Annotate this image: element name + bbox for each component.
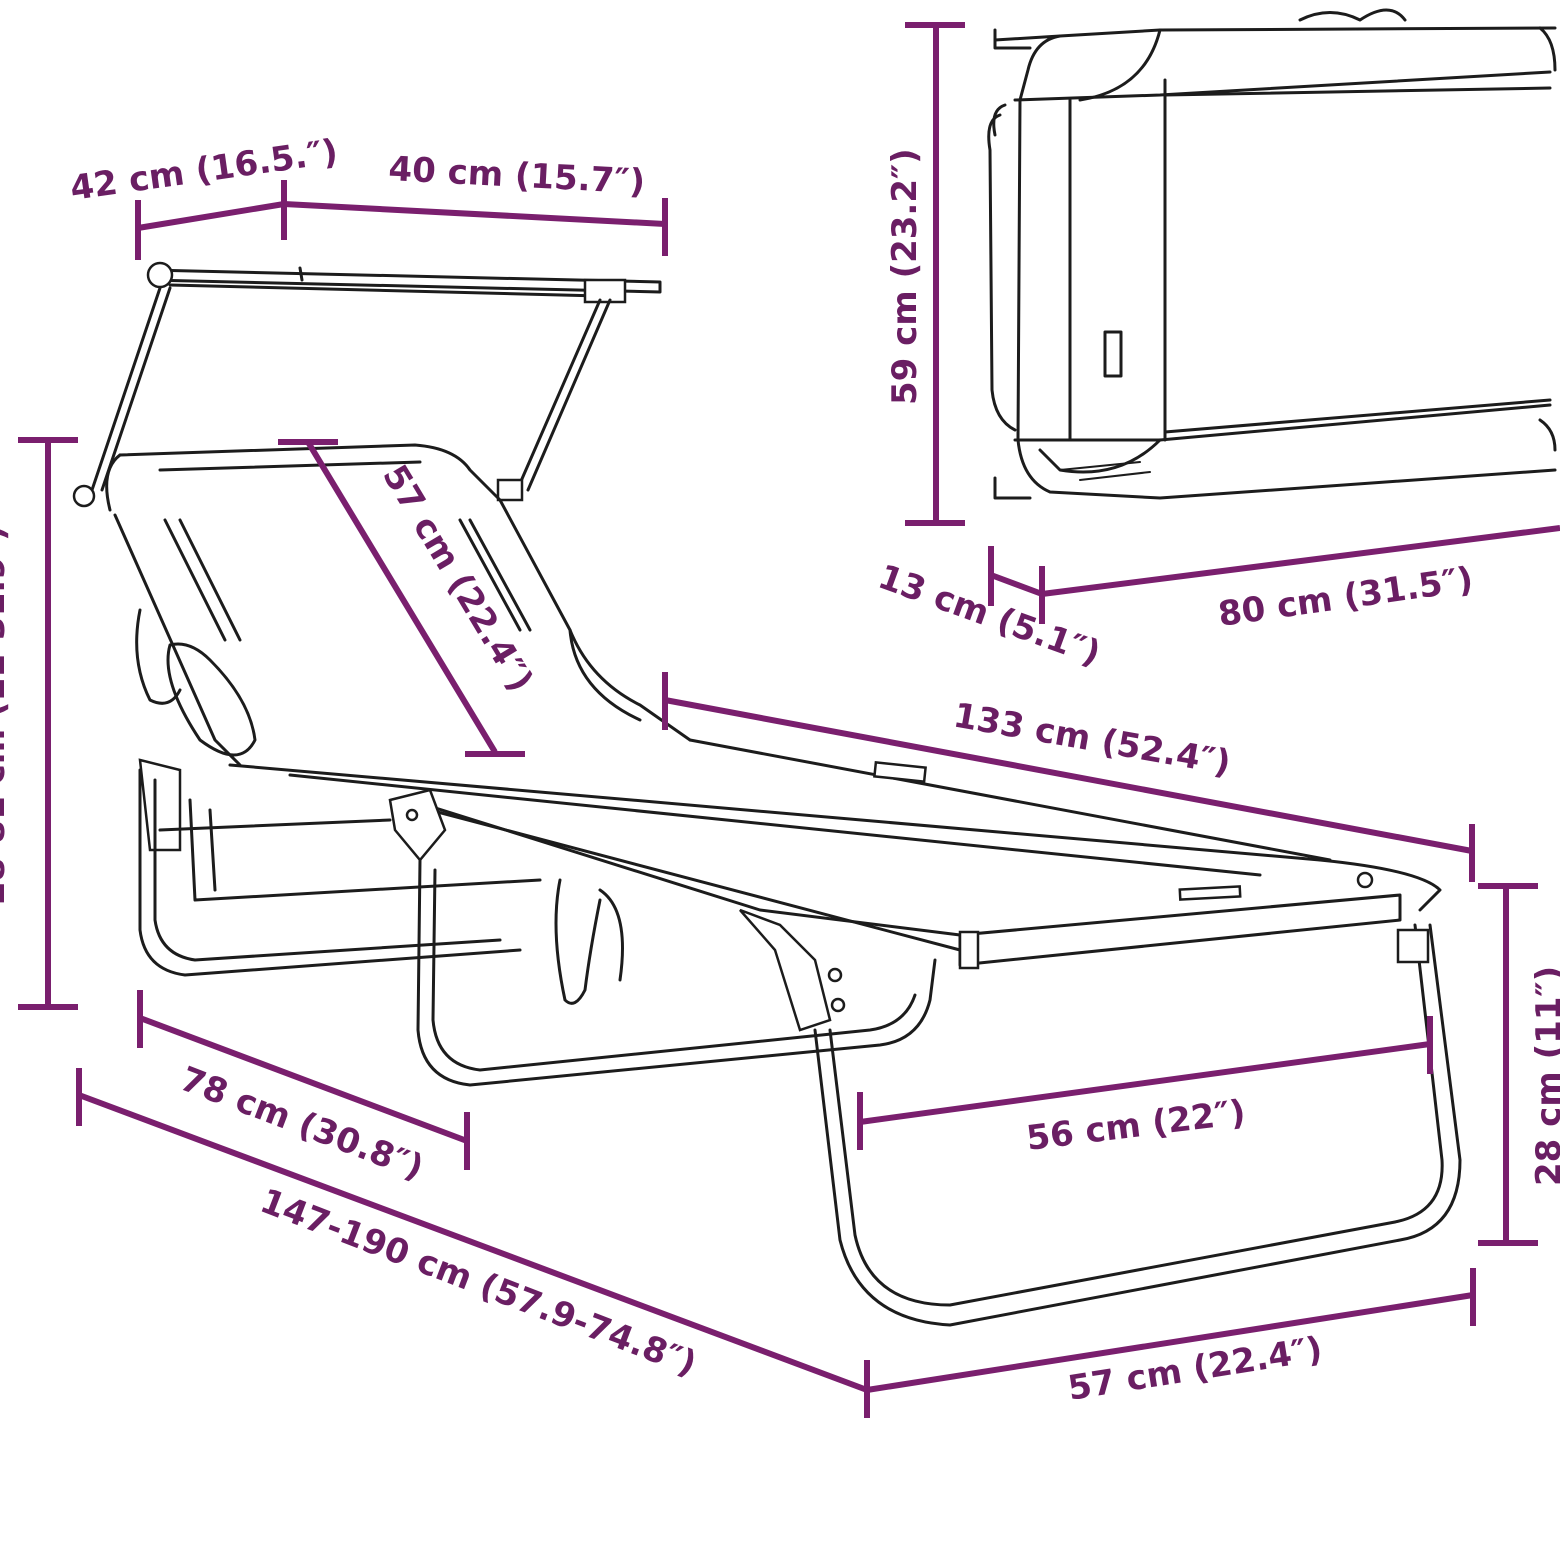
label-folded-length: 80 cm (31.5″) xyxy=(1216,560,1476,635)
label-folded-height: 59 cm (23.2″) xyxy=(885,148,925,405)
label-seat-height: 28 cm (11″) xyxy=(1529,966,1560,1186)
label-canopy-width: 42 cm (16.5.″) xyxy=(68,132,341,209)
label-bed-length: 133 cm (52.4″) xyxy=(950,695,1233,783)
label-total-length: 147-190 cm (57.9-74.8″) xyxy=(255,1181,702,1384)
label-canopy-depth: 40 cm (15.7″) xyxy=(388,149,646,202)
dimension-labels: 42 cm (16.5.″) 40 cm (15.7″) 57 cm (22.4… xyxy=(0,132,1560,1409)
label-leg-span: 56 cm (22″) xyxy=(1024,1092,1247,1159)
label-total-height: 28-81 cm (11-31.9″) xyxy=(0,525,13,905)
folded-lounger-drawing xyxy=(987,8,1557,500)
lounger-drawing xyxy=(72,261,1462,1327)
dimension-lines xyxy=(18,22,1560,1418)
